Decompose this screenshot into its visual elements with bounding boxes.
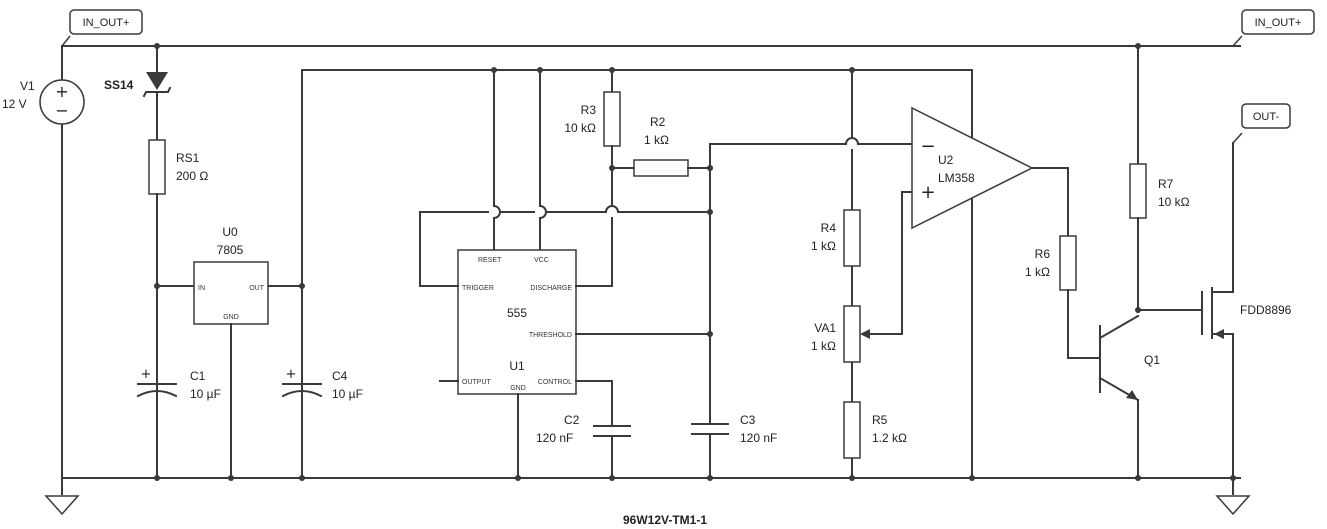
component-value: 120 nF [536,431,573,445]
page-title: 96W12V-TM1-1 [623,513,707,527]
resistor-r6: R6 1 kΩ [1025,235,1101,359]
component-value: 1 kΩ [1025,265,1050,279]
timing-node [707,137,913,481]
component-ref: VA1 [814,321,836,335]
component-value: 10 µF [190,387,221,401]
plus-sign: + [286,367,297,382]
component-ref: V1 [20,79,35,93]
net-label-text: IN_OUT+ [83,17,130,29]
resistor-r5: R5 1.2 kΩ [843,401,907,459]
net-label-text: IN_OUT+ [1255,17,1302,29]
resistor-rs1: RS1 200 Ω [148,91,208,479]
mosfet-fdd8896: FDD8896 [1137,142,1292,481]
component-value: 120 nF [740,431,777,445]
component-ref: Q1 [1144,353,1160,367]
capacitor-c3: C3 120 nF [691,413,777,445]
component-ref: R5 [872,413,888,427]
component-ref: SS14 [104,78,134,92]
ground-symbol-right [1215,477,1251,516]
component-ref: C1 [190,369,206,383]
pin-label: TRIGGER [462,285,494,292]
component-ref: R7 [1158,177,1174,191]
pin-label: GND [223,314,239,321]
pin-label: OUT [249,285,265,292]
component-part: LM358 [938,171,975,185]
pin-label: OUTPUT [462,379,492,386]
voltage-source-v1: + − V1 12 V [2,45,85,479]
capacitor-c1: + C1 10 µF [136,283,221,401]
component-value: 1 kΩ [644,133,669,147]
component-value: 10 kΩ [1158,195,1190,209]
capacitor-c4: + C4 10 µF [281,367,363,401]
resistor-r4: R4 1 kΩ [811,209,861,267]
pin-label: IN [198,285,205,292]
resistor-r3: R3 10 kΩ [564,67,621,207]
resistor-r2: R2 1 kΩ [611,115,713,177]
capacitor-c2: C2 120 nF [536,413,631,481]
component-ref: C2 [564,413,580,427]
net-label-in-out-left: IN_OUT+ [61,9,143,47]
plus-sign: + [920,182,935,203]
component-ref: C3 [740,413,756,427]
component-value: 1 kΩ [811,339,836,353]
pin-label: THRESHOLD [529,332,572,339]
pin-label: CONTROL [538,379,572,386]
component-value: 10 µF [332,387,363,401]
component-ref: R2 [650,115,666,129]
component-ref: R3 [581,103,597,117]
rails [61,45,1241,479]
component-ref: U0 [222,225,238,239]
component-ref: RS1 [176,151,200,165]
ground-symbol-left [44,477,80,516]
component-ref: U1 [509,359,525,373]
minus-sign: − [55,101,68,120]
transistor-q1: Q1 [1098,314,1160,481]
divider-chain [849,67,855,481]
plus-sign: + [141,367,152,382]
component-value: 10 kΩ [564,121,596,135]
pin-label: DISCHARGE [530,285,572,292]
plus-sign: + [55,82,68,101]
component-ref: U2 [938,153,954,167]
minus-sign: − [920,136,935,157]
opamp-u2: − + U2 LM358 [901,106,1069,237]
component-ref: FDD8896 [1240,303,1292,317]
component-part: 555 [507,306,527,320]
component-ref: R4 [821,221,837,235]
net-label-out-minus: OUT- [1232,103,1291,144]
component-value: 1 kΩ [811,239,836,253]
component-ref: R6 [1035,247,1051,261]
net-label-text: OUT- [1253,111,1280,123]
component-value: 1.2 kΩ [872,431,907,445]
resistor-r7: R7 10 kΩ [1129,43,1190,313]
component-part: 7805 [217,243,244,257]
component-value: 12 V [2,97,27,111]
pin-label: GND [510,385,526,392]
pin-label: RESET [478,257,502,264]
potentiometer-va1: VA1 1 kΩ [811,191,903,363]
diode-ss14: SS14 [104,43,172,98]
regulator-u0: U0 7805 IN OUT GND [156,225,303,481]
net-label-in-out-right: IN_OUT+ [1232,9,1315,47]
timer-u1: RESET VCC TRIGGER DISCHARGE THRESHOLD OU… [419,67,713,481]
pin-label: VCC [534,257,549,264]
component-ref: C4 [332,369,348,383]
component-value: 200 Ω [176,169,208,183]
